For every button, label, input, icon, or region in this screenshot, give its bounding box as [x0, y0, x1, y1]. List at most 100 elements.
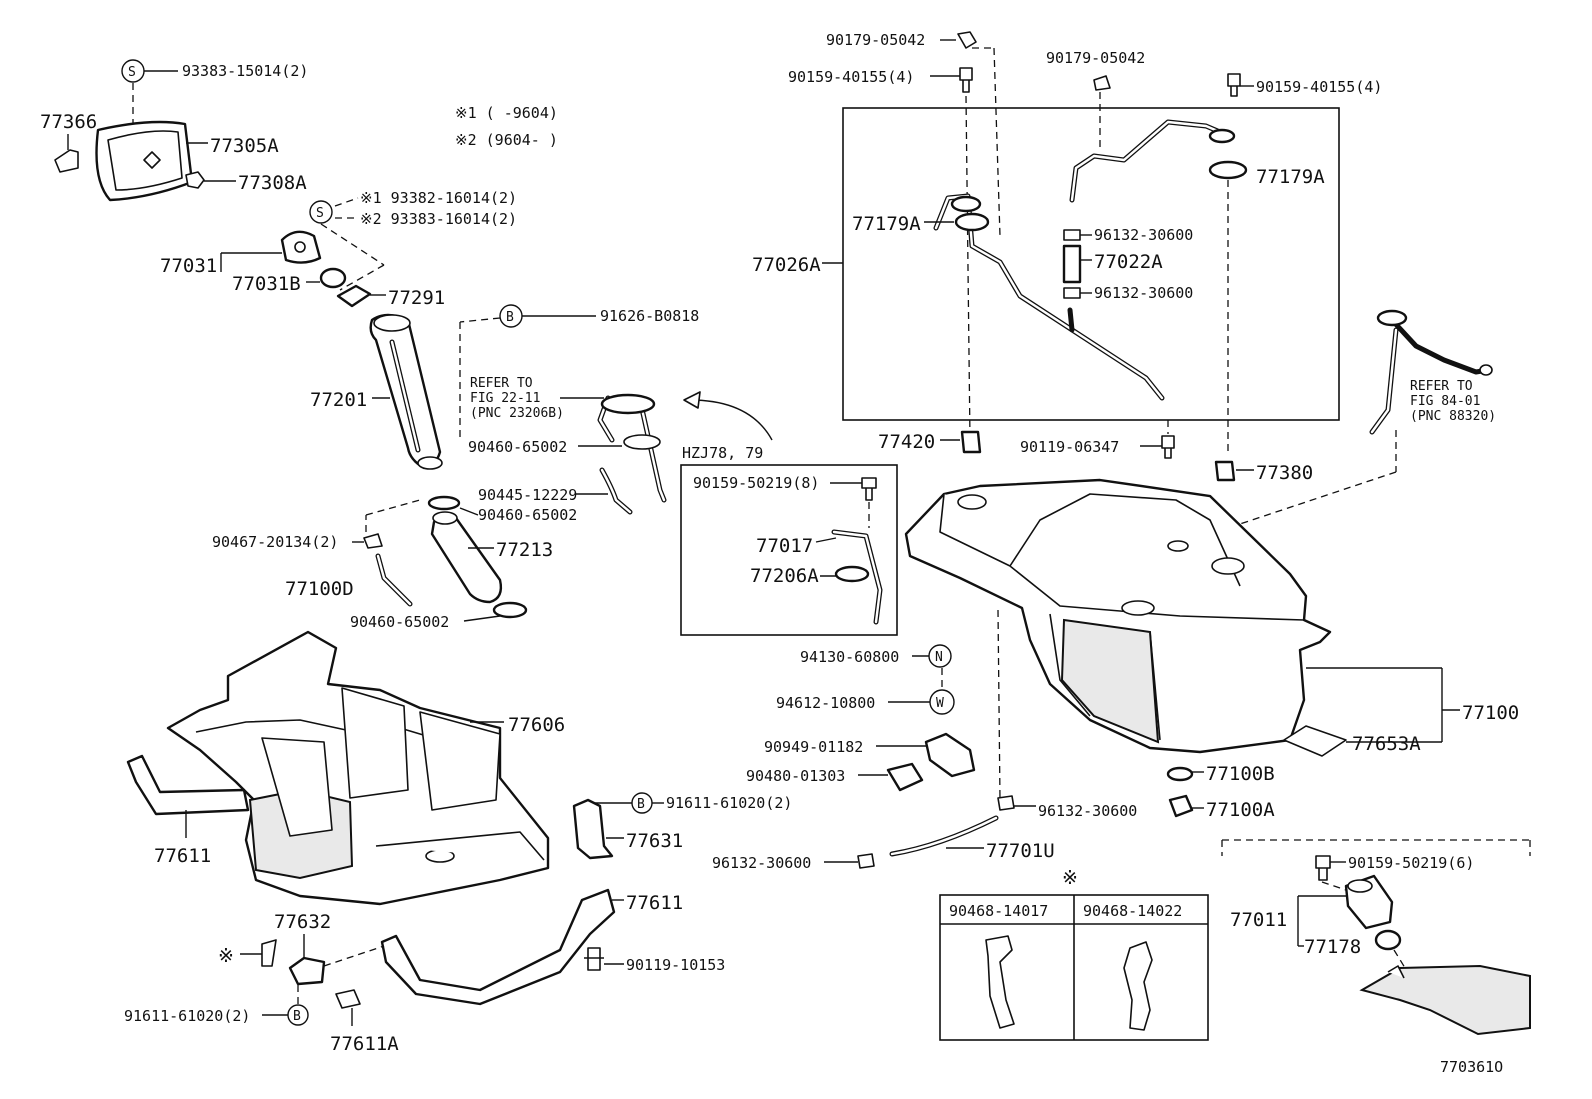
part-90467-20134: 90467-20134(2)	[212, 533, 338, 551]
part-77611-b: 77611	[626, 892, 683, 914]
legend: ※1 ( -9604) ※2 (9604- )	[455, 104, 558, 149]
gauge-wire	[1389, 317, 1491, 375]
clip-96132-c	[997, 795, 1015, 811]
clip-96132-d	[857, 853, 875, 869]
part-90467-20134-clip	[363, 533, 383, 549]
part-93382-16014: ※1 93382-16014(2)	[360, 189, 517, 207]
part-77380: 77380	[1256, 462, 1313, 484]
part-77031: 77031	[160, 255, 217, 277]
sender-unit-flange	[600, 393, 656, 415]
part-96132-30600-a: 96132-30600	[1094, 226, 1193, 244]
variant-arrow	[689, 399, 773, 441]
asterisk-mark: ※	[218, 945, 234, 967]
filler-neck-group: S 93383-15014(2) 77366 77305A 77308A S ※…	[40, 59, 773, 631]
clip-table-col2: 90468-14022	[1083, 902, 1182, 920]
part-77366-shape	[54, 149, 79, 173]
part-77100D: 77100D	[285, 578, 354, 600]
part-90119-10153: 90119-10153	[626, 956, 725, 974]
part-77420-shape	[960, 430, 982, 454]
part-91626-B0818: 91626-B0818	[600, 307, 699, 325]
part-77632-block	[288, 956, 326, 986]
part-90949-01182: 90949-01182	[764, 738, 863, 756]
variant-box-group: HZJ78, 79 90159-50219(8) 77017 77206A	[680, 444, 898, 636]
asterisk-clip	[261, 939, 277, 967]
symbol-b2: B	[637, 797, 645, 812]
part-77100B-shape	[1166, 766, 1194, 782]
part-77611-a-strap	[126, 754, 250, 816]
skid-plate-group: 77606 77611 B 91611-61020(2) 77631 77611…	[124, 630, 792, 1055]
part-90159-50219-8: 90159-50219(8)	[693, 474, 819, 492]
mount-hardware-group: 94130-60800 N 94612-10800 W 90949-01182 …	[712, 644, 1137, 872]
part-77420: 77420	[878, 431, 935, 453]
part-90159-50219-6: 90159-50219(6)	[1348, 854, 1474, 872]
part-77201: 77201	[310, 389, 367, 411]
part-77022A-hose	[1062, 244, 1082, 284]
part-77611A: 77611A	[330, 1033, 399, 1055]
part-77011: 77011	[1230, 909, 1287, 931]
symbol-w-circle	[929, 689, 955, 715]
part-91611-61020-b: 91611-61020(2)	[124, 1007, 250, 1025]
clamp-b	[427, 495, 461, 511]
clip-table-group: ※ 90468-14017 90468-14022	[939, 867, 1209, 1041]
variant-label: HZJ78, 79	[682, 444, 763, 462]
part-90179-05042-b: 90179-05042	[1046, 49, 1145, 67]
part-77631: 77631	[626, 830, 683, 852]
ref-fig84-line1: REFER TO	[1410, 379, 1473, 394]
part-90119-06347: 90119-06347	[1020, 438, 1119, 456]
symbol-w: W	[936, 696, 944, 711]
part-77631-bracket	[572, 798, 614, 860]
legend-mark1: ※1 ( -9604)	[455, 104, 558, 122]
part-90460-65002-a: 90460-65002	[468, 438, 567, 456]
part-77100B: 77100B	[1206, 763, 1275, 785]
part-90159-40155-a: 90159-40155(4)	[788, 68, 914, 86]
part-77701U: 77701U	[986, 840, 1055, 862]
symbol-b3: B	[293, 1009, 301, 1024]
symbol-s: S	[128, 65, 136, 80]
symbol-b3-circle	[287, 1004, 309, 1026]
ref-fig22-line1: REFER TO	[470, 376, 533, 391]
part-77017: 77017	[756, 535, 813, 557]
part-77026A: 77026A	[752, 254, 821, 276]
clip-90468-14017-shape	[985, 935, 1015, 1029]
part-77031B-gasket	[319, 267, 347, 289]
part-77305A: 77305A	[210, 135, 279, 157]
part-96132-30600-c: 96132-30600	[1038, 802, 1137, 820]
part-93383-16014: ※2 93383-16014(2)	[360, 210, 517, 228]
part-91611-61020-a: 91611-61020(2)	[666, 794, 792, 812]
ref-fig22-line3: (PNC 23206B)	[470, 406, 564, 421]
clip-table-asterisk: ※	[1062, 867, 1078, 889]
part-93383-15014: 93383-15014(2)	[182, 62, 308, 80]
part-77380-shape	[1214, 460, 1236, 482]
tank-fittings-group: 77420 90119-06347 77380 REFER TO FIG 84-…	[878, 309, 1496, 541]
part-96132-30600-d: 96132-30600	[712, 854, 811, 872]
part-77213: 77213	[496, 539, 553, 561]
part-77031B: 77031B	[232, 273, 301, 295]
vent-valve-top	[1208, 128, 1236, 144]
part-90179-05042-a: 90179-05042	[826, 31, 925, 49]
part-90949-01182-shape	[924, 732, 976, 778]
part-77213-hose	[430, 513, 503, 604]
symbol-n: N	[935, 650, 943, 665]
ref-fig84-line2: FIG 84-01	[1410, 394, 1480, 409]
part-77178: 77178	[1304, 936, 1361, 958]
part-90480-01303-shape	[886, 762, 924, 792]
figure-id: 770361O	[1440, 1058, 1503, 1076]
part-77100D-hose	[375, 553, 413, 607]
part-94130-60800: 94130-60800	[800, 648, 899, 666]
vent-pipe-upper	[1069, 119, 1223, 203]
part-77632: 77632	[274, 911, 331, 933]
part-90460-65002-b: 90460-65002	[478, 506, 577, 524]
part-77206A-shape	[834, 565, 870, 583]
part-94612-10800: 94612-10800	[776, 694, 875, 712]
part-77179A-a: 77179A	[852, 213, 921, 235]
part-90445-12229: 90445-12229	[478, 486, 577, 504]
part-77179A-b: 77179A	[1256, 166, 1325, 188]
part-96132-30600-b: 96132-30600	[1094, 284, 1193, 302]
fuel-tank-group: 77100 77653A 77100B 77100A	[904, 478, 1519, 821]
symbol-b1: B	[506, 310, 514, 325]
clip-96132-a	[1063, 229, 1081, 241]
clip-90468-14022-shape	[1123, 941, 1153, 1031]
vent-assembly-group: 90179-05042 90159-40155(4) 90179-05042 9…	[752, 31, 1382, 455]
part-90480-01303: 90480-01303	[746, 767, 845, 785]
